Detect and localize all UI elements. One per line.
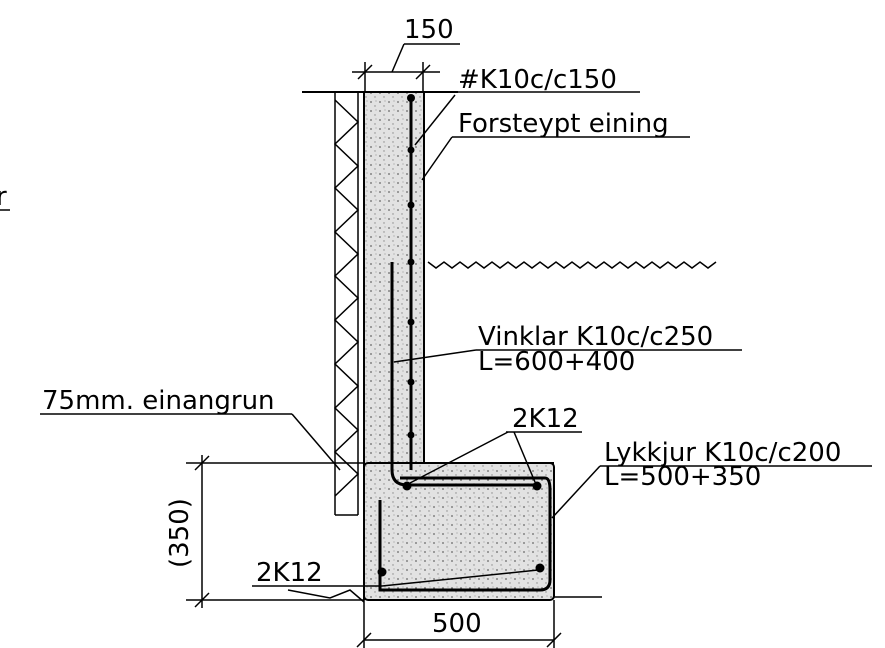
footing-width-text: 500 — [432, 609, 482, 639]
angles-label-line1: Vinklar K10c/c250 — [478, 322, 713, 352]
footing-height-text: (350) — [165, 498, 195, 568]
keys-label-line2: L=500+350 — [604, 462, 761, 492]
wall-rebar — [390, 95, 413, 470]
insulation-layer — [333, 92, 360, 516]
top-mesh-label: #K10c/c150 — [458, 65, 617, 95]
insulation-label: 75mm. einangrun — [42, 386, 275, 416]
angles-label-line2: L=600+400 — [478, 347, 635, 377]
keys-label-line1: Lykkjur K10c/c200 — [604, 438, 841, 468]
wall-thickness-dimension — [352, 43, 460, 92]
concrete-wall — [363, 91, 425, 466]
ground-line — [287, 589, 602, 603]
top-bars-label: 2K12 — [512, 404, 579, 434]
bottom-bars-label: 2K12 — [256, 558, 323, 588]
footing-width-dimension — [356, 600, 562, 648]
precast-label: Forsteypt eining — [458, 109, 669, 139]
soil-surface — [427, 261, 717, 269]
wall-thickness-text: 150 — [404, 15, 454, 45]
wall-rebar-dots — [407, 94, 415, 439]
edge-fragment-text: r — [0, 182, 7, 212]
